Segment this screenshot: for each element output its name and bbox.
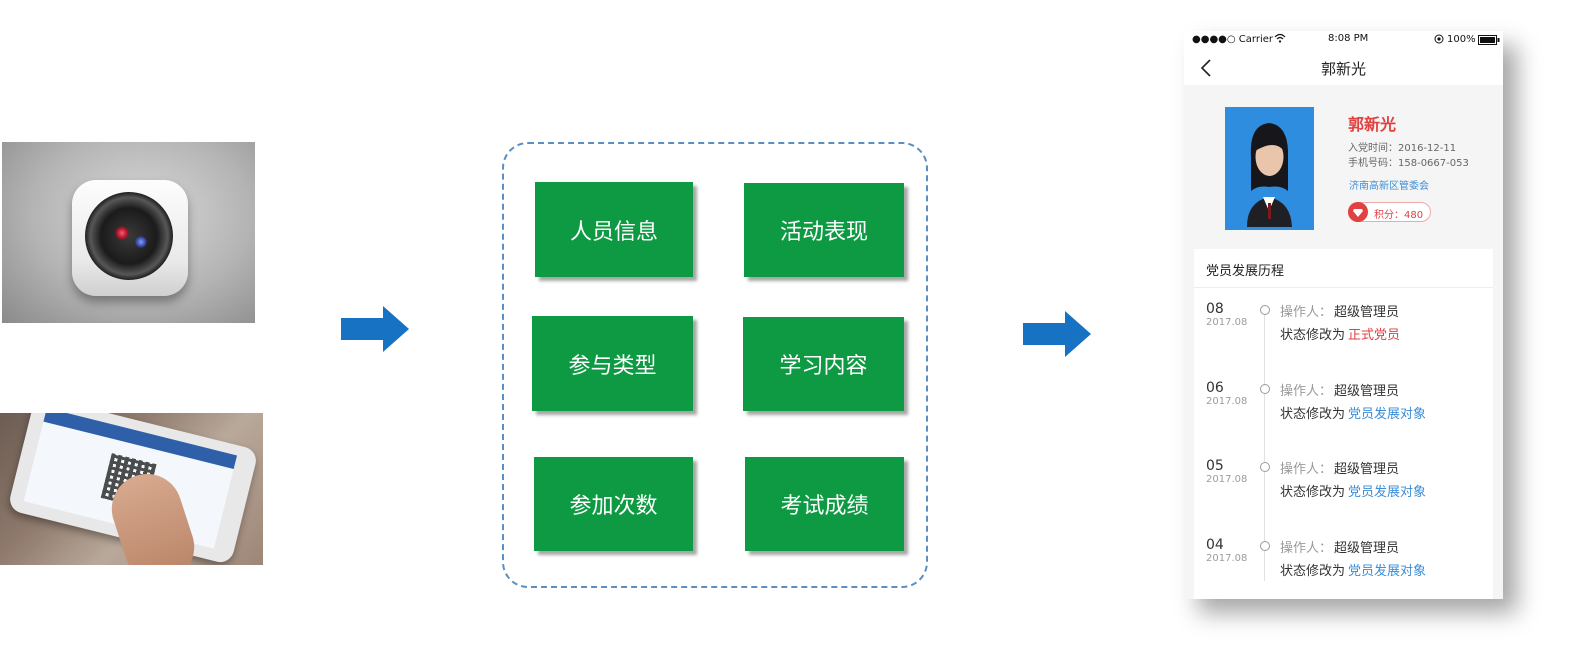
entry-year-month: 2017.08 (1206, 317, 1248, 328)
right-arrow-icon (1023, 311, 1091, 357)
operator-name: 超级管理员 (1334, 541, 1400, 556)
battery-percent: 100% (1447, 34, 1476, 45)
points-icon (1348, 202, 1368, 222)
phone-number: 手机号码：158-0667-053 (1348, 158, 1469, 169)
camera-image (2, 142, 255, 323)
entry-year-month: 2017.08 (1206, 396, 1248, 407)
operator-label: 操作人： (1280, 462, 1333, 477)
timeline-line (1264, 311, 1265, 581)
category-personnel-info: 人员信息 (535, 182, 693, 277)
status-value: 正式党员 (1348, 328, 1401, 343)
right-arrow-icon (341, 306, 409, 352)
operator-label: 操作人： (1280, 384, 1333, 399)
timeline-entry: 08 2017.08 操作人： 超级管理员 状态修改为 正式党员 (1194, 301, 1493, 361)
category-attendance-count: 参加次数 (534, 457, 693, 551)
entry-year-month: 2017.08 (1206, 474, 1248, 485)
category-exam-score: 考试成绩 (745, 457, 904, 551)
category-label: 人员信息 (569, 219, 658, 245)
status-prefix: 状态修改为 (1280, 485, 1346, 500)
category-participation-type: 参与类型 (532, 316, 693, 411)
phone-mockup: ●●●●○ Carrier 8:08 PM 100% 郭新光 (1184, 31, 1503, 599)
back-chevron-icon[interactable] (1200, 58, 1212, 82)
carrier-signal: ●●●●○ Carrier (1192, 34, 1274, 45)
data-category-group (502, 142, 928, 588)
timeline-entry: 05 2017.08 操作人： 超级管理员 状态修改为 党员发展对象 (1194, 458, 1493, 518)
category-study-content: 学习内容 (743, 317, 904, 411)
member-name: 郭新光 (1348, 115, 1397, 134)
organization-link[interactable]: 济南高新区管委会 (1349, 181, 1429, 192)
points-text: 积分：480 (1374, 210, 1424, 221)
status-prefix: 状态修改为 (1280, 407, 1346, 422)
nav-bar: 郭新光 (1184, 51, 1503, 85)
entry-year-month: 2017.08 (1206, 553, 1248, 564)
qr-scan-image (0, 413, 263, 565)
battery-icon (1478, 35, 1500, 48)
operator-name: 超级管理员 (1334, 305, 1400, 320)
points-badge: 积分：480 (1348, 202, 1431, 222)
status-value: 党员发展对象 (1348, 564, 1427, 579)
lens-glint-red (115, 226, 129, 240)
status-bar: ●●●●○ Carrier 8:08 PM 100% (1184, 31, 1503, 51)
nav-title: 郭新光 (1320, 60, 1366, 78)
status-prefix: 状态修改为 (1280, 564, 1346, 579)
timeline-dot-icon (1260, 384, 1270, 394)
entry-day: 08 (1206, 301, 1224, 317)
operator-label: 操作人： (1280, 541, 1333, 556)
entry-day: 05 (1206, 458, 1224, 474)
status-time: 8:08 PM (1328, 33, 1369, 44)
operator-label: 操作人： (1280, 305, 1333, 320)
wifi-icon (1274, 32, 1286, 47)
category-label: 考试成绩 (780, 494, 869, 519)
history-title: 党员发展历程 (1206, 264, 1285, 279)
category-label: 学习内容 (779, 354, 868, 379)
timeline-dot-icon (1260, 541, 1270, 551)
join-date: 入党时间：2016-12-11 (1348, 143, 1457, 154)
camera-lens (85, 192, 173, 280)
category-label: 参与类型 (568, 353, 657, 379)
operator-name: 超级管理员 (1334, 462, 1400, 477)
history-card: 党员发展历程 08 2017.08 操作人： 超级管理员 状态修改为 正式党员 … (1194, 249, 1493, 599)
member-photo (1225, 107, 1314, 230)
entry-day: 04 (1206, 537, 1224, 553)
status-value: 党员发展对象 (1348, 407, 1427, 422)
category-label: 参加次数 (569, 494, 658, 519)
timeline-dot-icon (1260, 462, 1270, 472)
lens-glint-blue (135, 236, 147, 248)
timeline-entry: 06 2017.08 操作人： 超级管理员 状态修改为 党员发展对象 (1194, 380, 1493, 440)
camera-icon (72, 180, 188, 296)
entry-day: 06 (1206, 380, 1224, 396)
timeline-dot-icon (1260, 305, 1270, 315)
operator-name: 超级管理员 (1334, 384, 1400, 399)
location-icon (1434, 34, 1444, 47)
history-header: 党员发展历程 (1194, 249, 1493, 288)
category-activity-performance: 活动表现 (744, 183, 904, 277)
timeline-entry: 04 2017.08 操作人： 超级管理员 状态修改为 党员发展对象 (1194, 537, 1493, 597)
profile-section: 郭新光 入党时间：2016-12-11 手机号码：158-0667-053 济南… (1184, 85, 1503, 245)
status-prefix: 状态修改为 (1280, 328, 1346, 343)
status-value: 党员发展对象 (1348, 485, 1427, 500)
category-label: 活动表现 (779, 220, 868, 245)
